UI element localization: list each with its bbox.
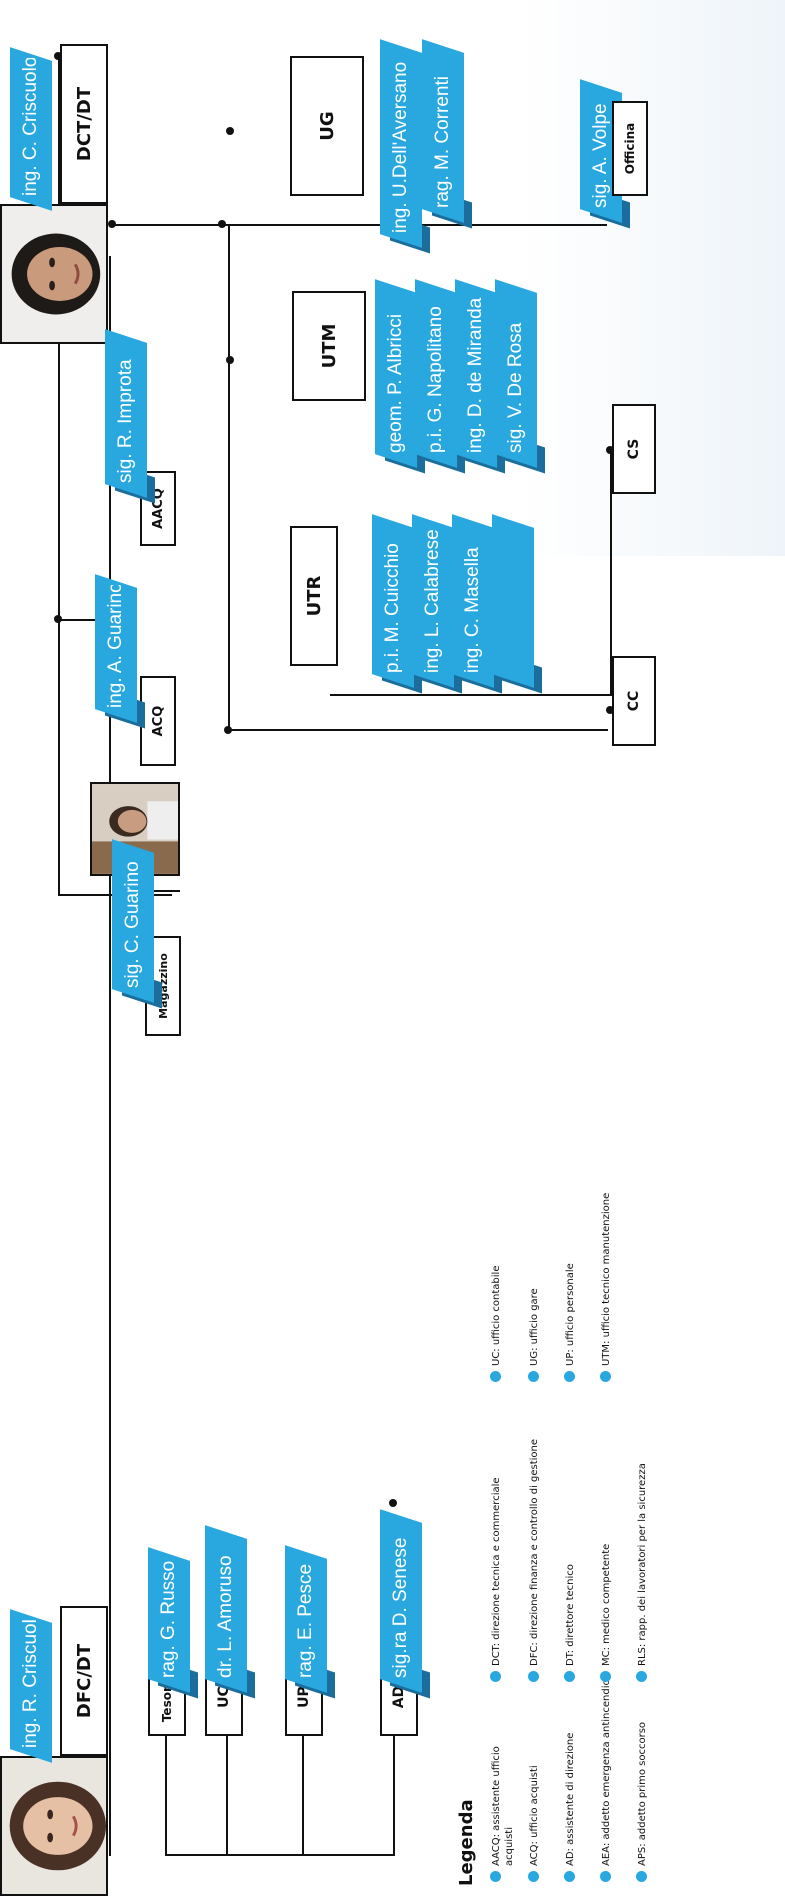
legend-item-label: MC: medico competente xyxy=(601,1543,612,1666)
junction-dot xyxy=(224,726,232,734)
ug-person-tag-1: ing. U.Dell'Aversano xyxy=(380,39,430,254)
connector xyxy=(330,694,610,696)
connector xyxy=(165,1854,395,1856)
legend-item-label: APS: addetto primo soccorso xyxy=(637,1721,648,1866)
connector xyxy=(228,729,608,731)
junction-dot xyxy=(226,356,234,364)
acq-person-tag: ing. A. Guarino xyxy=(95,574,145,729)
dct-role-box: DCT/DT xyxy=(60,44,108,204)
junction-dot xyxy=(389,1499,397,1507)
dfc-role-box: DFC/DT xyxy=(60,1606,108,1756)
legend-item-label: UP: ufficio personale xyxy=(565,1263,576,1366)
tesoreria-person-tag: rag. G. Russo xyxy=(148,1547,198,1699)
aacq-person-label: sig. R. Improta xyxy=(115,359,136,483)
magazzino-person-tag: sig. C. Guarino xyxy=(112,839,162,1009)
connector xyxy=(302,1736,304,1856)
utr-person-tag-2: ing. L. Calabrese xyxy=(412,514,462,694)
utr-person-tag-3: ing. C. Masella xyxy=(452,514,502,694)
dfc-photo xyxy=(0,1756,108,1896)
legend-item-label: DT: direttore tecnico xyxy=(565,1564,576,1666)
utm-person-tag-4: sig. V. De Rosa xyxy=(495,279,545,474)
junction-dot xyxy=(108,220,116,228)
legend-item: RLS: rapp. dei lavoratori per la sicurez… xyxy=(636,1416,649,1682)
legend-item: DCT: direzione tecnica e commerciale xyxy=(490,1456,503,1682)
legend-item-label: AACQ: assistente ufficio acquisti xyxy=(491,1746,515,1866)
legend-item-label: DFC: direzione finanza e controllo di ge… xyxy=(529,1438,540,1666)
utr-person-tag-1: p.i. M. Cuicchio xyxy=(372,514,422,694)
dct-photo xyxy=(0,204,108,344)
ug-person-tag-2: rag. M. Correnti xyxy=(422,39,472,229)
ug-box: UG xyxy=(290,56,364,196)
connector xyxy=(228,226,230,731)
uc-person-label: dr. L. Amoruso xyxy=(215,1555,236,1678)
up-person-label: rag. E. Pesce xyxy=(295,1563,316,1678)
legend-item: DT: direttore tecnico xyxy=(564,1456,577,1682)
legend-item: ACQ: ufficio acquisti xyxy=(528,1706,541,1882)
dct-name-tag: ing. C. Criscuolo xyxy=(10,47,52,211)
utm-person-label: p.i. G. Napolitano xyxy=(425,306,446,453)
legend-item-label: UTM: ufficio tecnico manutenzione xyxy=(601,1192,612,1366)
cc-box: CC xyxy=(612,656,656,746)
utm-box: UTM xyxy=(292,291,366,401)
ad-person-label: sig.ra D. Senese xyxy=(390,1537,411,1678)
connector xyxy=(109,256,111,1856)
legend-item: APS: addetto primo soccorso xyxy=(636,1696,649,1882)
junction-dot xyxy=(218,220,226,228)
connector xyxy=(165,1736,167,1856)
utm-person-label: sig. V. De Rosa xyxy=(505,322,526,453)
utm-person-label: ing. D. de Miranda xyxy=(465,297,486,453)
utr-box: UTR xyxy=(290,526,338,666)
legend-item-label: AEA: addetto emergenza antincendio xyxy=(601,1679,612,1866)
legend-item: MC: medico competente xyxy=(600,1456,613,1682)
uc-person-tag: dr. L. Amoruso xyxy=(205,1525,255,1699)
magazzino-person-label: sig. C. Guarino xyxy=(122,861,143,988)
legend-item-label: RLS: rapp. dei lavoratori per la sicurez… xyxy=(637,1463,648,1666)
acq-person-label: ing. A. Guarino xyxy=(105,585,126,708)
legend-item: UTM: ufficio tecnico manutenzione xyxy=(600,1116,613,1382)
connector xyxy=(112,224,607,226)
tesoreria-person-label: rag. G. Russo xyxy=(158,1560,179,1678)
legend-item-label: DCT: direzione tecnica e commerciale xyxy=(491,1477,502,1666)
connector xyxy=(226,1736,228,1856)
legend-item: UP: ufficio personale xyxy=(564,1166,577,1382)
utm-person-tag-1: geom. P. Albricci xyxy=(375,279,425,474)
legend-item: AACQ: assistente ufficio acquisti xyxy=(490,1726,516,1882)
utr-person-label: p.i. M. Cuicchio xyxy=(382,543,403,673)
up-person-tag: rag. E. Pesce xyxy=(285,1545,335,1699)
legend-item-label: UG: ufficio gare xyxy=(529,1288,540,1366)
officina-box: Officina xyxy=(612,101,648,196)
ug-person-label: ing. U.Dell'Aversano xyxy=(390,61,411,233)
legend-item: AEA: addetto emergenza antincendio xyxy=(600,1676,613,1882)
legend-title: Legenda xyxy=(456,1799,477,1886)
ad-person-tag: sig.ra D. Senese xyxy=(380,1509,430,1699)
junction-dot xyxy=(54,615,62,623)
utm-person-tag-2: p.i. G. Napolitano xyxy=(415,279,465,474)
dfc-person-label: ing. R. Criscuolo xyxy=(20,1620,41,1748)
legend-item: UC: ufficio contabile xyxy=(490,1166,503,1382)
utr-person-tag-4 xyxy=(492,514,542,694)
legend-item: UG: ufficio gare xyxy=(528,1166,541,1382)
legend-item: DFC: direzione finanza e controllo di ge… xyxy=(528,1416,541,1682)
legend-item-label: ACQ: ufficio acquisti xyxy=(529,1765,540,1866)
junction-dot xyxy=(226,127,234,135)
legend-item-label: UC: ufficio contabile xyxy=(491,1265,502,1367)
utr-person-label: ing. C. Masella xyxy=(462,547,483,673)
acq-box: ACQ xyxy=(140,676,176,766)
connector xyxy=(393,1736,395,1856)
dfc-name-tag: ing. R. Criscuolo xyxy=(10,1609,52,1763)
utm-person-label: geom. P. Albricci xyxy=(385,313,406,453)
legend-item: AD: assistente di direzione xyxy=(564,1696,577,1882)
dct-person-label: ing. C. Criscuolo xyxy=(20,58,41,196)
ug-person-label: rag. M. Correnti xyxy=(432,76,453,208)
utr-person-label: ing. L. Calabrese xyxy=(422,529,443,673)
aacq-person-tag: sig. R. Improta xyxy=(105,329,155,504)
utr-person-label xyxy=(492,525,534,673)
legend-item-label: AD: assistente di direzione xyxy=(565,1732,576,1866)
utm-person-tag-3: ing. D. de Miranda xyxy=(455,279,505,474)
cs-box: CS xyxy=(612,404,656,494)
